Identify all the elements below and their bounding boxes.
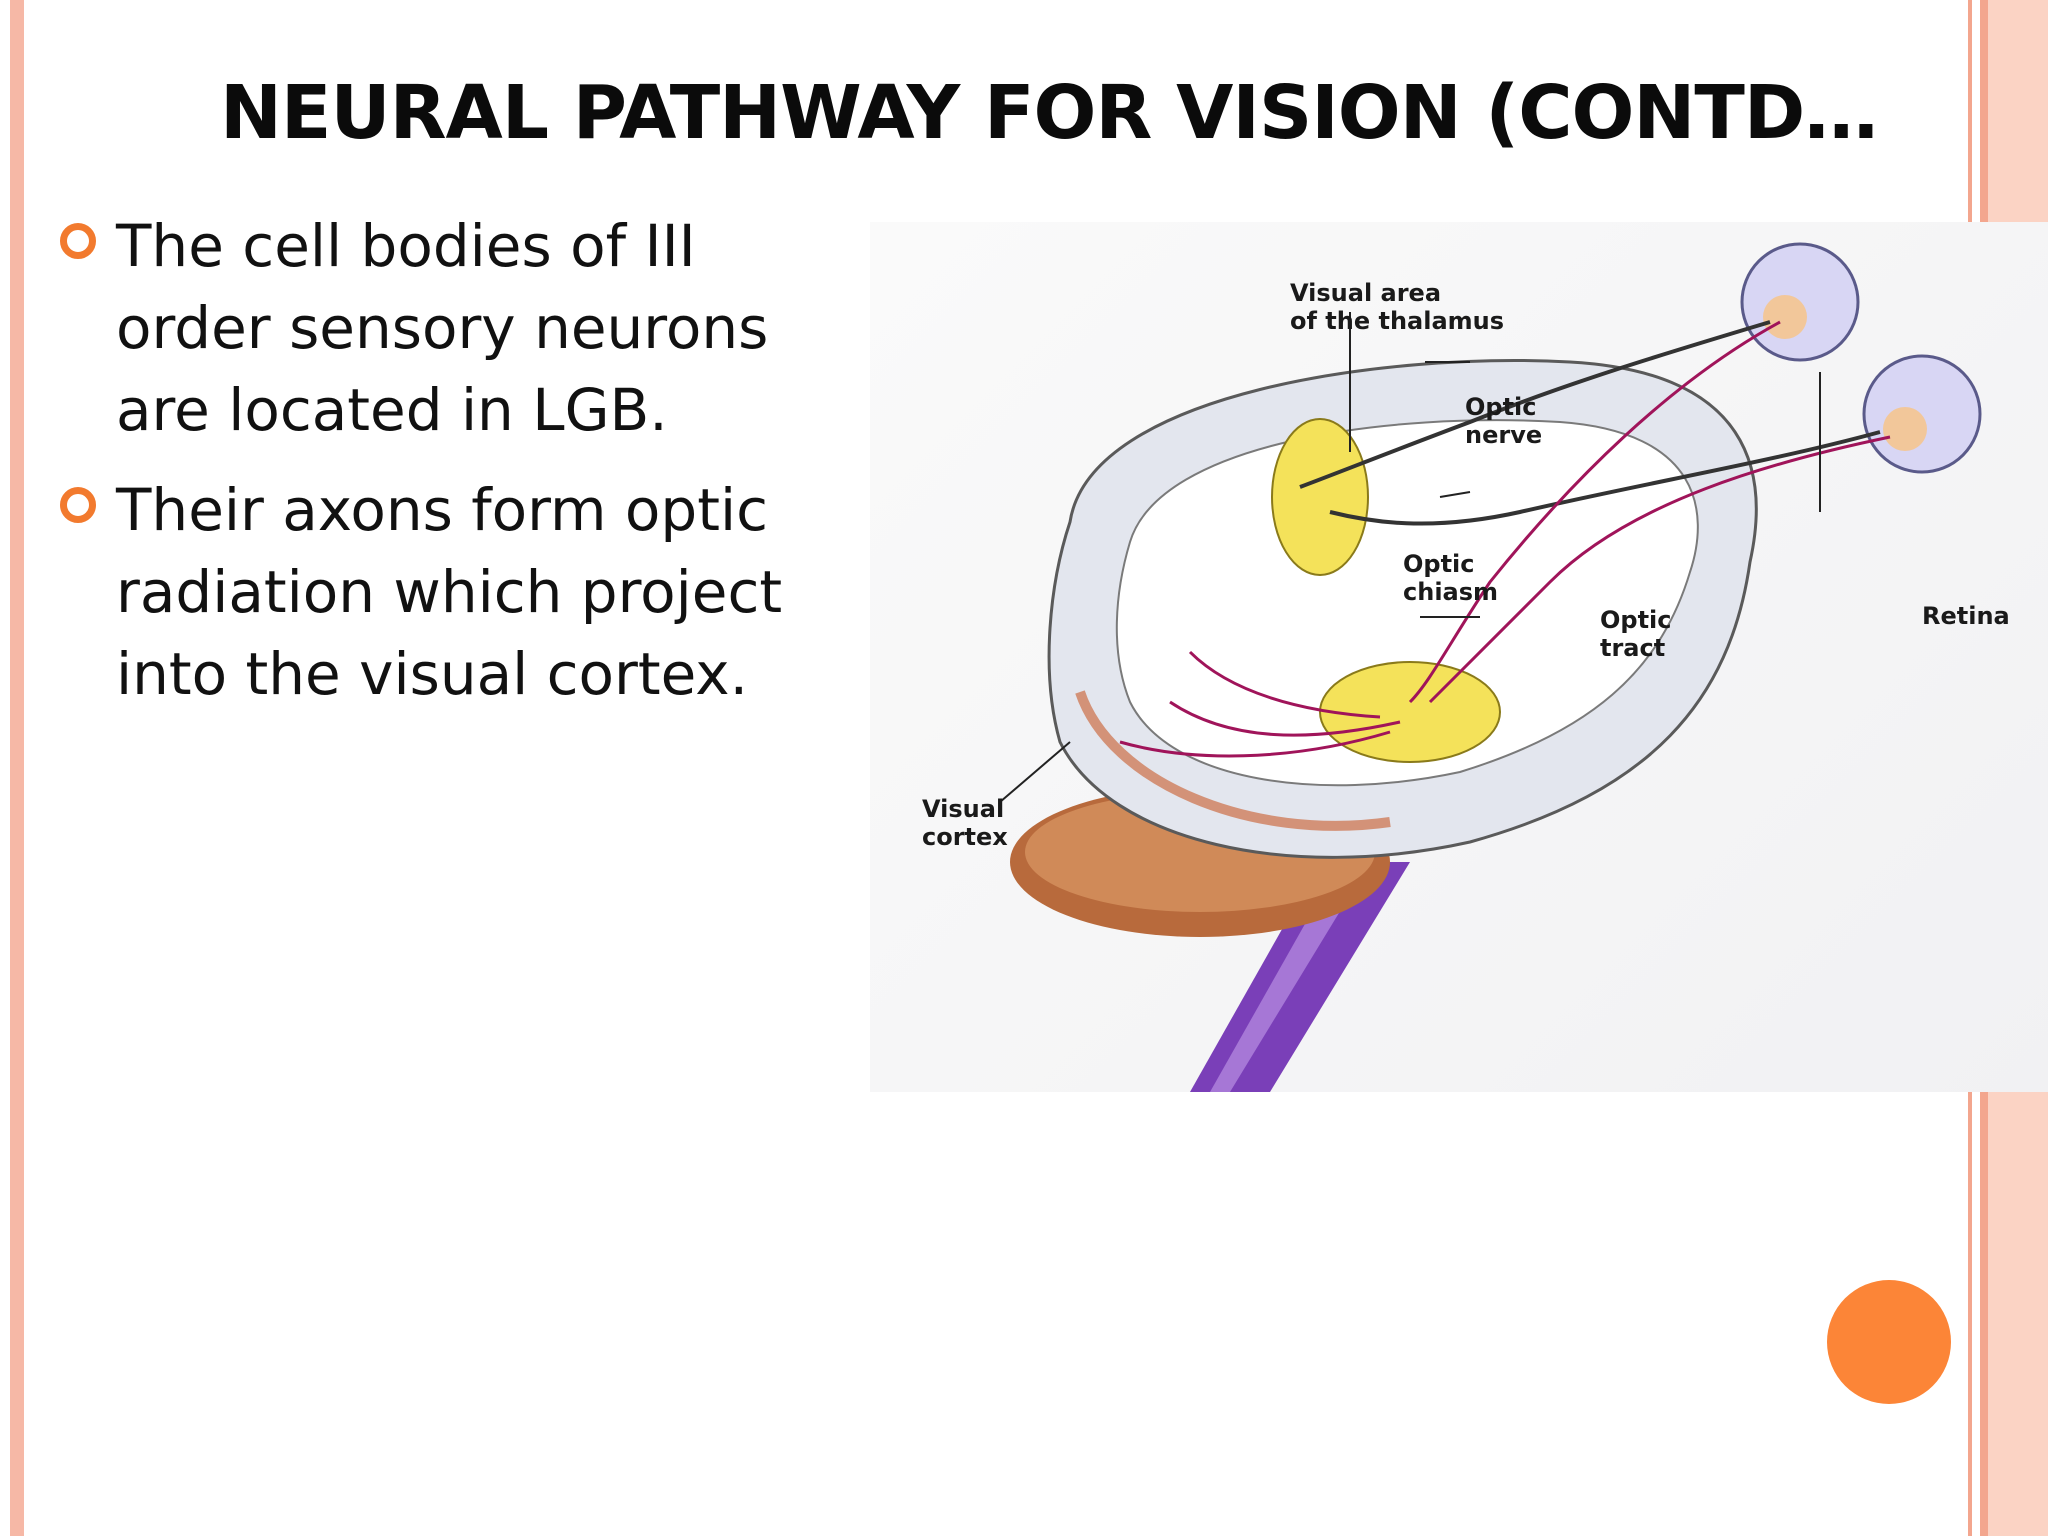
optic-radiation-line [1119, 730, 1391, 758]
label-tract-2: tract [1600, 634, 1665, 662]
retina-spot-upper [1763, 295, 1807, 339]
label-retina: Retina [1922, 602, 2010, 630]
slide-title: NEURAL PATHWAY FOR VISION (CONTD… [220, 70, 1878, 156]
label-nerve-1: Optic [1465, 393, 1537, 421]
bullet-item: The cell bodies of III order sensory neu… [58, 205, 818, 451]
orange-circle-icon [1827, 1280, 1951, 1404]
brain-visual-pathway-illustration: Visual area of the thalamus Optic nerve … [870, 222, 2048, 1092]
label-thalamus-1: Visual area [1290, 279, 1441, 307]
lgb-ellipse [1319, 661, 1501, 763]
leader-line-chiasm [1439, 491, 1471, 498]
retina-spot-lower [1883, 407, 1927, 451]
label-chiasm-1: Optic [1403, 550, 1475, 578]
label-tract-1: Optic [1600, 606, 1672, 634]
bullet-text: Their axons form optic radiation which p… [116, 476, 783, 708]
label-thalamus-2: of the thalamus [1290, 307, 1504, 335]
optic-radiation-line [1188, 650, 1381, 719]
bullet-item: Their axons form optic radiation which p… [58, 469, 818, 715]
bullet-list: The cell bodies of III order sensory neu… [58, 205, 818, 733]
eyeball-lower [1862, 354, 1982, 474]
hollow-circle-bullet-icon [60, 487, 96, 523]
label-cortex-2: cortex [922, 823, 1008, 851]
optic-tract-line [1408, 320, 1781, 704]
left-decorative-bar [10, 0, 24, 1536]
label-chiasm-2: chiasm [1403, 578, 1498, 606]
optic-nerve-upper [1299, 320, 1771, 489]
thalamus-ellipse [1271, 418, 1369, 576]
brainstem-highlight [1210, 862, 1370, 1092]
hollow-circle-bullet-icon [60, 223, 96, 259]
optic-radiation-line [1169, 700, 1401, 737]
visual-cortex-band [1075, 690, 1391, 831]
leader-line-cortex [999, 741, 1071, 803]
label-nerve-2: nerve [1465, 421, 1542, 449]
label-cortex-1: Visual [922, 795, 1004, 823]
bullet-text: The cell bodies of III order sensory neu… [116, 212, 769, 444]
optic-tract-line [1428, 435, 1891, 704]
brain-diagram-svg: Visual area of the thalamus Optic nerve … [922, 242, 2010, 1092]
